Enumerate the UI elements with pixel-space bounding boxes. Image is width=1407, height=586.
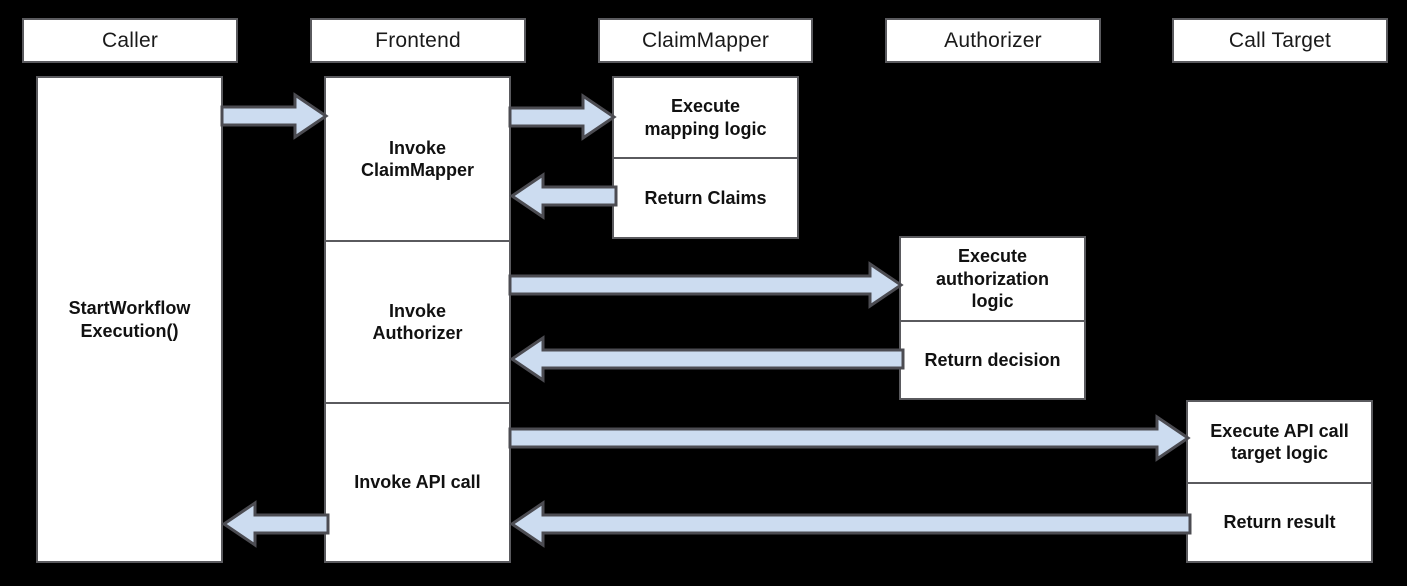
activation-caller-cell-0: StartWorkflow Execution() bbox=[68, 298, 191, 341]
lifeline-header-calltarget: Call Target bbox=[1172, 18, 1388, 63]
lifeline-header-frontend-label: Frontend bbox=[375, 28, 461, 52]
activation-authorizer-cell-0: Execute authorization logic bbox=[936, 246, 1049, 312]
activation-authorizer-cell-1: Return decision bbox=[901, 320, 1084, 398]
activation-authorizer: Execute authorization logic Return decis… bbox=[899, 236, 1086, 400]
message-arrow-authorizer-to-frontend bbox=[509, 335, 905, 383]
lifeline-header-calltarget-label: Call Target bbox=[1228, 28, 1332, 52]
lifeline-header-caller-label: Caller bbox=[101, 28, 159, 52]
lifeline-header-authorizer: Authorizer bbox=[885, 18, 1101, 63]
activation-calltarget-cell-1: Return result bbox=[1188, 482, 1371, 561]
activation-calltarget-cell-0: Execute API call target logic bbox=[1210, 420, 1349, 464]
activation-frontend-cell-1: Invoke Authorizer bbox=[326, 240, 509, 402]
lifeline-header-authorizer-label: Authorizer bbox=[944, 28, 1042, 52]
message-arrow-caller-to-frontend bbox=[220, 92, 329, 140]
lifeline-header-claimmapper-label: ClaimMapper bbox=[641, 28, 770, 52]
lifeline-header-caller: Caller bbox=[22, 18, 238, 63]
message-arrow-calltarget-to-frontend bbox=[509, 500, 1192, 548]
lifeline-header-frontend: Frontend bbox=[310, 18, 526, 63]
message-arrow-frontend-to-caller bbox=[221, 500, 330, 548]
message-arrow-frontend-to-authorizer bbox=[508, 261, 904, 309]
message-arrow-frontend-to-claimmapper bbox=[508, 93, 617, 141]
lifeline-header-claimmapper: ClaimMapper bbox=[598, 18, 813, 63]
activation-frontend-cell-2: Invoke API call bbox=[326, 402, 509, 561]
activation-frontend-cell-0: Invoke ClaimMapper bbox=[360, 137, 475, 181]
activation-claimmapper-cell-0: Execute mapping logic bbox=[644, 96, 767, 139]
activation-calltarget: Execute API call target logic Return res… bbox=[1186, 400, 1373, 563]
message-arrow-frontend-to-calltarget bbox=[508, 414, 1191, 462]
activation-frontend: Invoke ClaimMapper Invoke Authorizer Inv… bbox=[324, 76, 511, 563]
message-arrow-claimmapper-to-frontend bbox=[509, 172, 618, 220]
activation-claimmapper: Execute mapping logic Return Claims bbox=[612, 76, 799, 239]
activation-claimmapper-cell-1: Return Claims bbox=[614, 157, 797, 237]
activation-caller: StartWorkflow Execution() bbox=[36, 76, 223, 563]
